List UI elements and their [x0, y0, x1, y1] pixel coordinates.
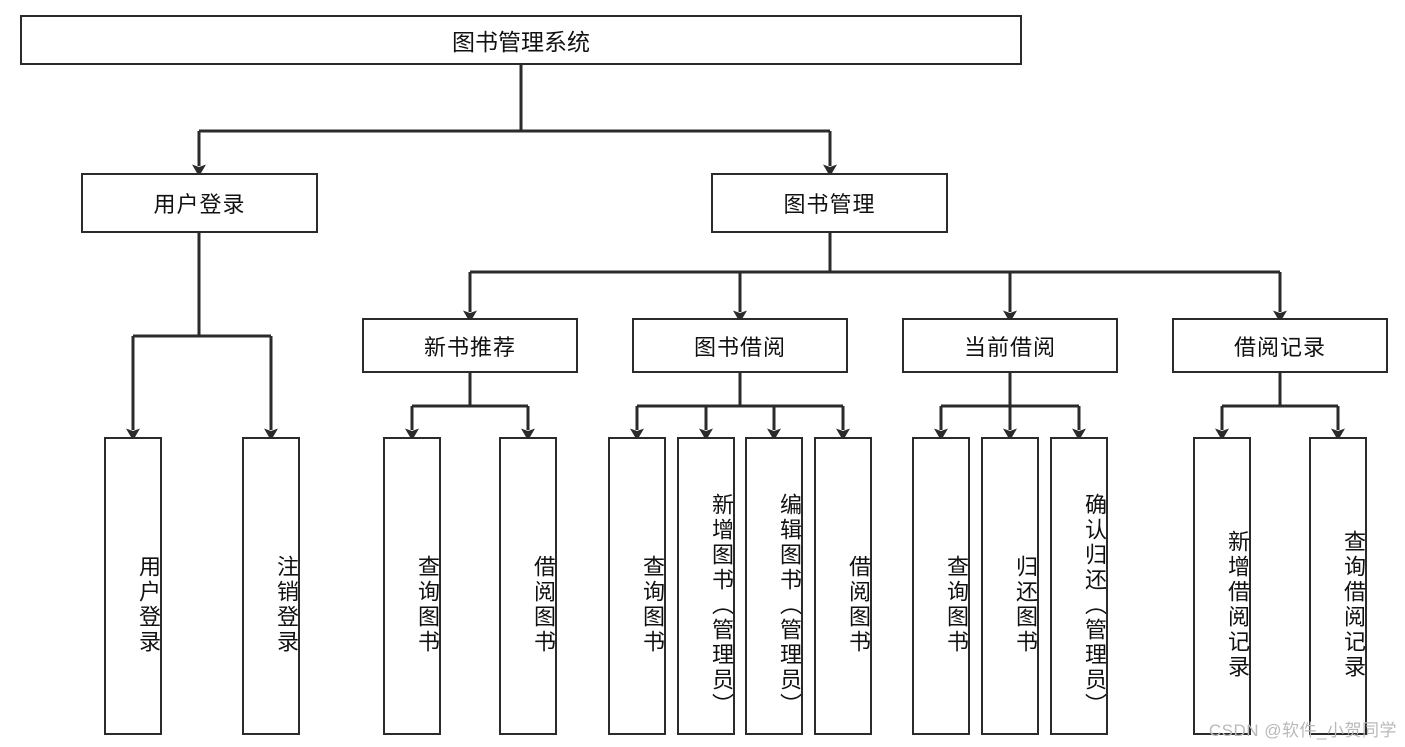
- leaf-return-book-label: 归还图书: [1013, 555, 1038, 655]
- leaf-query-book-current-label: 查询图书: [944, 555, 969, 655]
- leaf-query-book-borrow[interactable]: 查询图书: [608, 437, 666, 735]
- watermark-text: CSDN @软件_小贺同学: [1208, 721, 1397, 740]
- node-book-borrow-label: 图书借阅: [693, 334, 786, 360]
- leaf-user-login[interactable]: 用户登录: [104, 437, 162, 735]
- node-book-borrow[interactable]: 图书借阅: [632, 318, 848, 373]
- leaf-query-book-borrow-label: 查询图书: [640, 555, 665, 655]
- leaf-logout-label: 注销登录: [274, 555, 299, 655]
- leaf-confirm-return-admin-label: 确认归还（管理员）: [1082, 492, 1107, 718]
- node-user-login[interactable]: 用户登录: [81, 173, 318, 233]
- leaf-query-book-newbook-label: 查询图书: [415, 555, 440, 655]
- leaf-add-book-admin-label: 新增图书（管理员）: [709, 492, 734, 718]
- node-root[interactable]: 图书管理系统: [20, 15, 1022, 65]
- leaf-user-login-label: 用户登录: [136, 555, 161, 655]
- node-new-book-recommend[interactable]: 新书推荐: [362, 318, 578, 373]
- leaf-borrow-book-newbook[interactable]: 借阅图书: [499, 437, 557, 735]
- leaf-borrow-book[interactable]: 借阅图书: [814, 437, 872, 735]
- node-current-borrow[interactable]: 当前借阅: [902, 318, 1118, 373]
- leaf-query-book-newbook[interactable]: 查询图书: [383, 437, 441, 735]
- leaf-add-book-admin[interactable]: 新增图书（管理员）: [677, 437, 735, 735]
- leaf-logout[interactable]: 注销登录: [242, 437, 300, 735]
- node-book-management-label: 图书管理: [783, 192, 876, 217]
- leaf-edit-book-admin-label: 编辑图书（管理员）: [777, 492, 802, 718]
- node-book-management[interactable]: 图书管理: [711, 173, 948, 233]
- node-user-login-label: 用户登录: [153, 192, 246, 217]
- leaf-borrow-book-label: 借阅图书: [846, 555, 871, 655]
- leaf-edit-book-admin[interactable]: 编辑图书（管理员）: [745, 437, 803, 735]
- node-borrow-record[interactable]: 借阅记录: [1172, 318, 1388, 373]
- leaf-query-borrow-record[interactable]: 查询借阅记录: [1309, 437, 1367, 735]
- leaf-query-borrow-record-label: 查询借阅记录: [1341, 530, 1366, 680]
- leaf-return-book[interactable]: 归还图书: [981, 437, 1039, 735]
- leaf-confirm-return-admin[interactable]: 确认归还（管理员）: [1050, 437, 1108, 735]
- leaf-add-borrow-record[interactable]: 新增借阅记录: [1193, 437, 1251, 735]
- node-new-book-recommend-label: 新书推荐: [423, 334, 516, 360]
- leaf-borrow-book-newbook-label: 借阅图书: [531, 555, 556, 655]
- leaf-add-borrow-record-label: 新增借阅记录: [1225, 530, 1250, 680]
- node-current-borrow-label: 当前借阅: [963, 334, 1056, 360]
- node-borrow-record-label: 借阅记录: [1233, 334, 1326, 360]
- leaf-query-book-current[interactable]: 查询图书: [912, 437, 970, 735]
- node-root-label: 图书管理系统: [452, 29, 590, 55]
